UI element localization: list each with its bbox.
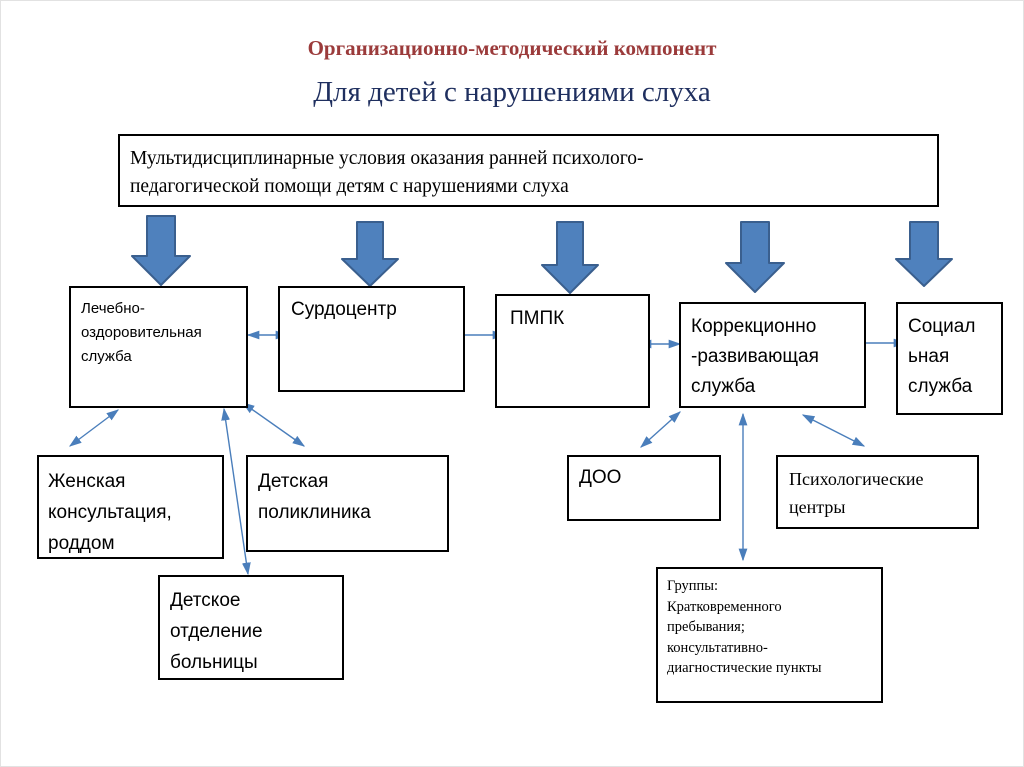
slide-subtitle: Для детей с нарушениями слуха [313, 76, 711, 108]
link-medical-polyclinic [241, 402, 306, 447]
social-service-text: Социал ьная служба [908, 316, 976, 397]
link-correction-doo [640, 411, 681, 448]
link-medical-hospital [221, 407, 251, 576]
hospital-box: Детское отделение больницы [158, 575, 344, 680]
surdocenter-box: Сурдоцентр [278, 286, 465, 392]
doo-box: ДОО [567, 455, 721, 521]
groups-box: Группы: Кратковременного пребывания; кон… [656, 567, 883, 703]
polyclinic-box: Детская поликлиника [246, 455, 449, 552]
medical-service-text: Лечебно- оздоровительная служба [81, 300, 202, 365]
hospital-text: Детское отделение больницы [170, 590, 263, 673]
social-service-box: Социал ьная служба [896, 302, 1003, 415]
medical-service-box: Лечебно- оздоровительная служба [69, 286, 248, 408]
psych-centers-box: Психологические центры [776, 455, 979, 529]
down-arrow-social [895, 221, 953, 287]
polyclinic-text: Детская поликлиника [258, 471, 371, 523]
correction-service-text: Коррекционно -развивающая служба [691, 316, 819, 397]
doo-text: ДОО [579, 467, 622, 488]
groups-text: Группы: Кратковременного пребывания; кон… [667, 578, 822, 676]
down-arrow-medical [131, 215, 191, 286]
pmpk-box: ПМПК [495, 294, 650, 408]
slide-title: Организационно-методический компонент [307, 36, 717, 60]
link-correction-psych [801, 414, 866, 447]
psych-centers-text: Психологические центры [789, 469, 924, 517]
women-consultation-box: Женская консультация, роддом [37, 455, 224, 559]
pmpk-text: ПМПК [510, 308, 565, 329]
down-arrow-surdo [341, 221, 399, 287]
correction-service-box: Коррекционно -развивающая служба [679, 302, 866, 408]
down-arrow-correction [725, 221, 785, 293]
top-conditions-text: Мультидисциплинарные условия оказания ра… [130, 148, 644, 197]
surdocenter-text: Сурдоцентр [291, 299, 397, 320]
women-consultation-text: Женская консультация, роддом [48, 471, 172, 554]
down-arrow-pmpk [541, 221, 599, 294]
top-conditions-box: Мультидисциплинарные условия оказания ра… [118, 134, 939, 207]
link-medical-women [68, 409, 120, 447]
